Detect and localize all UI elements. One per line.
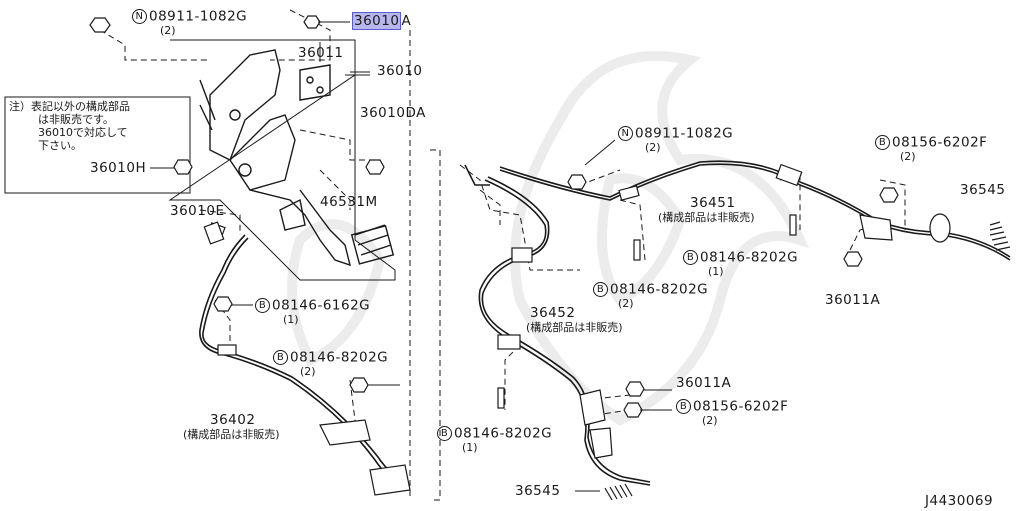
label-part-36451-note: (構成部品は非販売) bbox=[658, 211, 755, 224]
label-part-36545-bottom: 36545 bbox=[515, 483, 561, 499]
b-circle-icon: B bbox=[683, 250, 698, 265]
b-circle-icon: B bbox=[437, 426, 452, 441]
label-part-36452: 36452 bbox=[530, 305, 576, 321]
fasteners bbox=[89, 15, 899, 418]
n-circle-icon: N bbox=[618, 126, 633, 141]
label-qty: (1) bbox=[462, 441, 478, 454]
n-circle-icon: N bbox=[132, 9, 147, 24]
note-line-4: 下さい。 bbox=[38, 139, 82, 152]
b-circle-icon: B bbox=[255, 298, 270, 313]
label-qty: (2) bbox=[160, 24, 176, 37]
pedal-assembly-frame bbox=[4, 39, 396, 281]
highlighted-part-number[interactable]: 36010 bbox=[352, 12, 402, 30]
label-qty: (1) bbox=[283, 313, 299, 326]
b-circle-icon: B bbox=[593, 282, 608, 297]
label-part-36011: 36011 bbox=[298, 45, 344, 61]
label-part-36545-top: 36545 bbox=[960, 182, 1006, 198]
watermark-emblem bbox=[287, 51, 810, 426]
label-qty: (1) bbox=[708, 265, 724, 278]
label-part-36452-note: (構成部品は非販売) bbox=[526, 321, 623, 334]
label-part-36402-note: (構成部品は非販売) bbox=[183, 428, 280, 441]
label-part-36010e: 36010E bbox=[170, 203, 225, 219]
note-line-2: は非販売です。 bbox=[38, 113, 114, 126]
label-part-36010: 36010 bbox=[377, 63, 423, 79]
label-part-36010da: 36010DA bbox=[360, 105, 426, 121]
label-qty: (2) bbox=[702, 414, 718, 427]
label-qty: (2) bbox=[645, 141, 661, 154]
label-part-36011a-right: 36011A bbox=[825, 292, 881, 308]
note-line-3: 36010で対応して bbox=[38, 126, 128, 139]
label-qty: (2) bbox=[900, 150, 916, 163]
label-part-36010h: 36010H bbox=[90, 160, 147, 176]
label-leaders bbox=[150, 21, 672, 492]
note-line-1: 注）表記以外の構成部品 bbox=[9, 100, 130, 113]
pedal-assembly bbox=[199, 49, 395, 267]
b-circle-icon: B bbox=[273, 350, 288, 365]
label-part-36011a-center: 36011A bbox=[676, 375, 732, 391]
label-part-46531m: 46531M bbox=[320, 194, 378, 210]
springs bbox=[604, 221, 1011, 501]
label-qty: (2) bbox=[618, 297, 634, 310]
diagram-id: J4430069 bbox=[925, 493, 994, 509]
label-part-36402: 36402 bbox=[210, 412, 256, 428]
label-part-36451: 36451 bbox=[690, 195, 736, 211]
label-qty: (2) bbox=[300, 365, 316, 378]
b-circle-icon: B bbox=[875, 135, 890, 150]
b-circle-icon: B bbox=[676, 399, 691, 414]
